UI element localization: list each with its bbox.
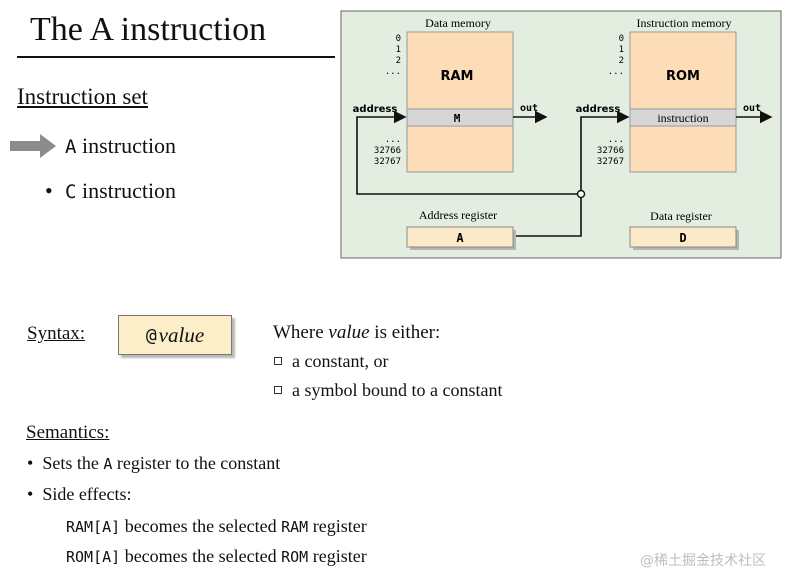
instruction-memory-title: Instruction memory <box>637 16 732 30</box>
ram-address-ellipsis-2: ... <box>385 135 401 145</box>
ram-address-wire <box>356 110 581 195</box>
option-symbol: a symbol bound to a constant <box>274 380 502 401</box>
current-item-arrow-icon <box>10 134 56 158</box>
d-register-label: D <box>679 231 686 245</box>
ram-label: RAM <box>440 69 473 84</box>
rom-address-ellipsis: ... <box>608 67 624 77</box>
m-register-label: M <box>454 112 461 125</box>
square-bullet-icon <box>274 357 282 365</box>
ram-address-32766: 32766 <box>374 146 401 156</box>
syntax-label: Syntax: <box>27 323 86 344</box>
watermark: @稀土掘金技术社区 <box>640 553 766 569</box>
instruction-register-label: instruction <box>657 111 708 125</box>
bullet-icon: • <box>45 178 53 203</box>
a-register-output-wire <box>513 194 582 237</box>
wire-junction <box>576 189 586 199</box>
ram-address-ellipsis: ... <box>385 67 401 77</box>
bullet-icon: • <box>27 484 43 504</box>
semantics-label: Semantics: <box>26 422 110 443</box>
address-register-title: Address register <box>419 208 497 222</box>
syntax-at: @ <box>145 324 157 346</box>
data-register-title: Data register <box>650 209 712 223</box>
option-constant: a constant, or <box>274 351 388 372</box>
rom-address-wire <box>580 110 630 194</box>
square-bullet-icon <box>274 386 282 394</box>
data-register-box <box>629 226 737 248</box>
ram-out-label: out <box>520 103 538 114</box>
syntax-value: value <box>158 322 205 347</box>
title-underline <box>17 56 335 58</box>
rom-out-label: out <box>743 103 761 114</box>
data-memory-title: Data memory <box>425 16 491 30</box>
ram-block <box>406 31 514 173</box>
semantics-bullet-sets: • Sets the A register to the constant <box>27 453 281 473</box>
rom-address-32766: 32766 <box>597 146 624 156</box>
address-register-box <box>406 226 514 248</box>
where-text: Where value is either: <box>273 322 441 343</box>
rom-address-label: address <box>576 104 621 115</box>
rom-address-2: 2 <box>619 56 624 66</box>
rom-address-0: 0 <box>619 34 624 44</box>
ram-address-1: 1 <box>396 45 401 55</box>
side-effect-ram: RAM[A] becomes the selected RAM register <box>66 516 367 536</box>
side-effect-rom: ROM[A] becomes the selected ROM register <box>66 546 367 566</box>
page-title: The A instruction <box>30 11 267 48</box>
ram-address-32767: 32767 <box>374 157 401 167</box>
rom-label: ROM <box>666 69 700 84</box>
instruction-set-heading: Instruction set <box>17 84 148 109</box>
a-register-label: A <box>456 231 464 245</box>
syntax-box: @value <box>118 315 232 355</box>
ram-address-label: address <box>353 104 398 115</box>
rom-block <box>629 31 737 173</box>
semantics-bullet-side-effects: • Side effects: <box>27 484 132 504</box>
rom-address-ellipsis-2: ... <box>608 135 624 145</box>
list-item-a-instruction: A instruction <box>65 133 177 158</box>
rom-address-1: 1 <box>619 45 624 55</box>
rom-address-32767: 32767 <box>597 157 624 167</box>
ram-address-2: 2 <box>396 56 401 66</box>
ram-address-0: 0 <box>396 34 401 44</box>
list-item-c-instruction: C instruction <box>65 178 177 203</box>
bullet-icon: • <box>27 453 43 473</box>
